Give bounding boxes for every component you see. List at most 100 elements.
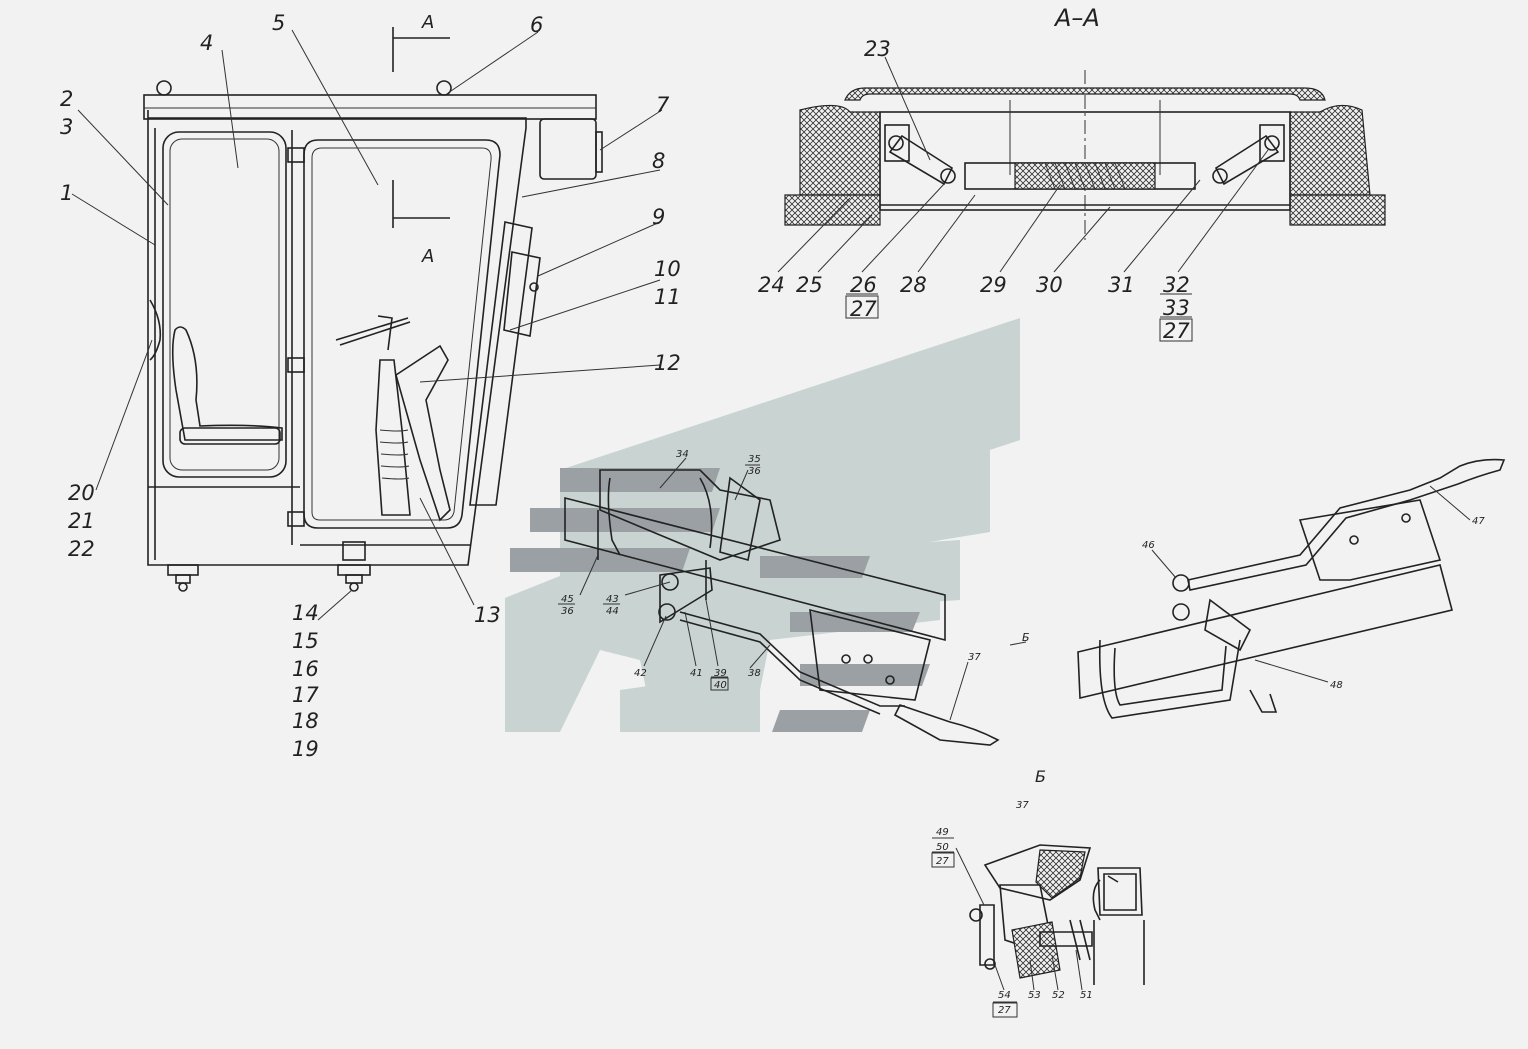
door-hinge-top <box>287 147 305 163</box>
callout-c8: 8 <box>652 149 665 173</box>
callout-s29: 29 <box>980 273 1007 297</box>
link-pin-left <box>940 168 956 184</box>
callout-s27b: 27 <box>1163 319 1190 343</box>
pivot-left <box>888 135 904 151</box>
callout-p42: 42 <box>634 668 647 679</box>
link-pin-right <box>1212 168 1228 184</box>
bracket-35 <box>719 476 761 562</box>
callout-s31: 31 <box>1108 273 1135 297</box>
side-panel <box>469 221 533 506</box>
callout-d49: 49 <box>936 827 949 838</box>
door-hinge-middle <box>287 357 305 373</box>
door-window <box>303 139 501 529</box>
hatch-frame <box>879 111 1291 211</box>
block-53 <box>1011 921 1061 979</box>
frame-beam-left <box>564 496 946 642</box>
pedal-37 <box>893 704 1000 746</box>
callout-p36a: 36 <box>748 466 761 477</box>
callout-c2: 2 <box>60 87 73 111</box>
control-lever <box>395 344 451 522</box>
callout-p38: 38 <box>748 668 761 679</box>
callout-c6: 6 <box>530 13 543 37</box>
seat <box>171 326 283 441</box>
callout-c4: 4 <box>200 31 213 55</box>
pivot-right <box>1264 135 1280 151</box>
callout-c1: 1 <box>60 181 73 205</box>
callout-d51: 51 <box>1080 990 1093 1001</box>
pedal-assembly-left <box>558 457 1027 746</box>
bolt-51 <box>1039 931 1093 947</box>
section-title: А–А <box>1053 4 1100 32</box>
callout-s33: 33 <box>1163 296 1190 320</box>
rear-lamp <box>149 299 162 361</box>
cab-bracket <box>342 541 366 561</box>
callout-c14: 14 <box>292 601 319 625</box>
section-mark-bottom: А <box>421 246 434 267</box>
callout-c19: 19 <box>292 737 319 761</box>
cab-side-view <box>71 27 663 621</box>
door-hinge-bottom <box>287 511 305 527</box>
left-floor-section <box>784 194 881 226</box>
cab-mount-left <box>167 564 199 576</box>
link-left <box>888 134 954 186</box>
callout-p34: 34 <box>676 449 689 460</box>
callout-d53: 53 <box>1028 990 1041 1001</box>
pedal-bracket-right <box>1298 499 1442 581</box>
callout-s30: 30 <box>1036 273 1063 297</box>
callout-c22: 22 <box>68 537 95 561</box>
callout-p40: 40 <box>714 680 727 691</box>
callout-c12: 12 <box>654 351 681 375</box>
cab-body-outline <box>147 110 527 566</box>
callout-p44: 44 <box>606 606 619 617</box>
roof-beam <box>143 94 597 120</box>
callout-p45: 45 <box>561 594 574 605</box>
detail-view-b <box>931 837 1145 1018</box>
view-letter: Б <box>1035 767 1046 786</box>
roof-console <box>539 118 597 180</box>
callout-c3: 3 <box>60 115 73 139</box>
pedal-assembly-right <box>1077 458 1506 719</box>
callout-p43: 43 <box>606 594 619 605</box>
callout-s25: 25 <box>796 273 823 297</box>
lifting-eye-right <box>436 80 452 96</box>
callout-c13: 13 <box>474 603 501 627</box>
left-wall-section <box>799 104 881 196</box>
lifting-eye-left <box>156 80 172 96</box>
side-window <box>162 131 287 478</box>
callout-c17: 17 <box>292 683 319 707</box>
callout-c21: 21 <box>68 509 95 533</box>
callout-c9: 9 <box>652 205 665 229</box>
rod-38 <box>679 611 905 707</box>
callout-c5: 5 <box>272 11 285 35</box>
callout-p37: 37 <box>968 652 981 663</box>
callout-p36b: 36 <box>561 606 574 617</box>
view-arrow-label: Б <box>1022 631 1030 644</box>
callout-s32: 32 <box>1163 273 1190 297</box>
right-wall-section <box>1289 104 1371 196</box>
callout-r48: 48 <box>1330 680 1343 691</box>
callout-s23: 23 <box>864 37 891 61</box>
lever-41 <box>659 567 713 624</box>
callout-c15: 15 <box>292 629 319 653</box>
section-mark-top: А <box>421 12 434 33</box>
pivot-46-bottom <box>1172 603 1190 621</box>
frame-beam-right <box>1077 564 1453 700</box>
spring-housing <box>1014 162 1156 190</box>
link-right <box>1214 134 1280 186</box>
pedal-bracket <box>809 608 931 701</box>
pedal-rod-47 <box>1187 458 1506 591</box>
callout-r46: 46 <box>1142 540 1155 551</box>
bracket-34 <box>599 469 781 561</box>
callout-s27a: 27 <box>850 297 877 321</box>
section-a-a-view <box>777 56 1386 342</box>
callout-p35: 35 <box>748 454 761 465</box>
titles: А–А Б А А Б <box>421 4 1100 786</box>
door-handle <box>529 282 539 292</box>
watermark-logo <box>505 318 1020 732</box>
